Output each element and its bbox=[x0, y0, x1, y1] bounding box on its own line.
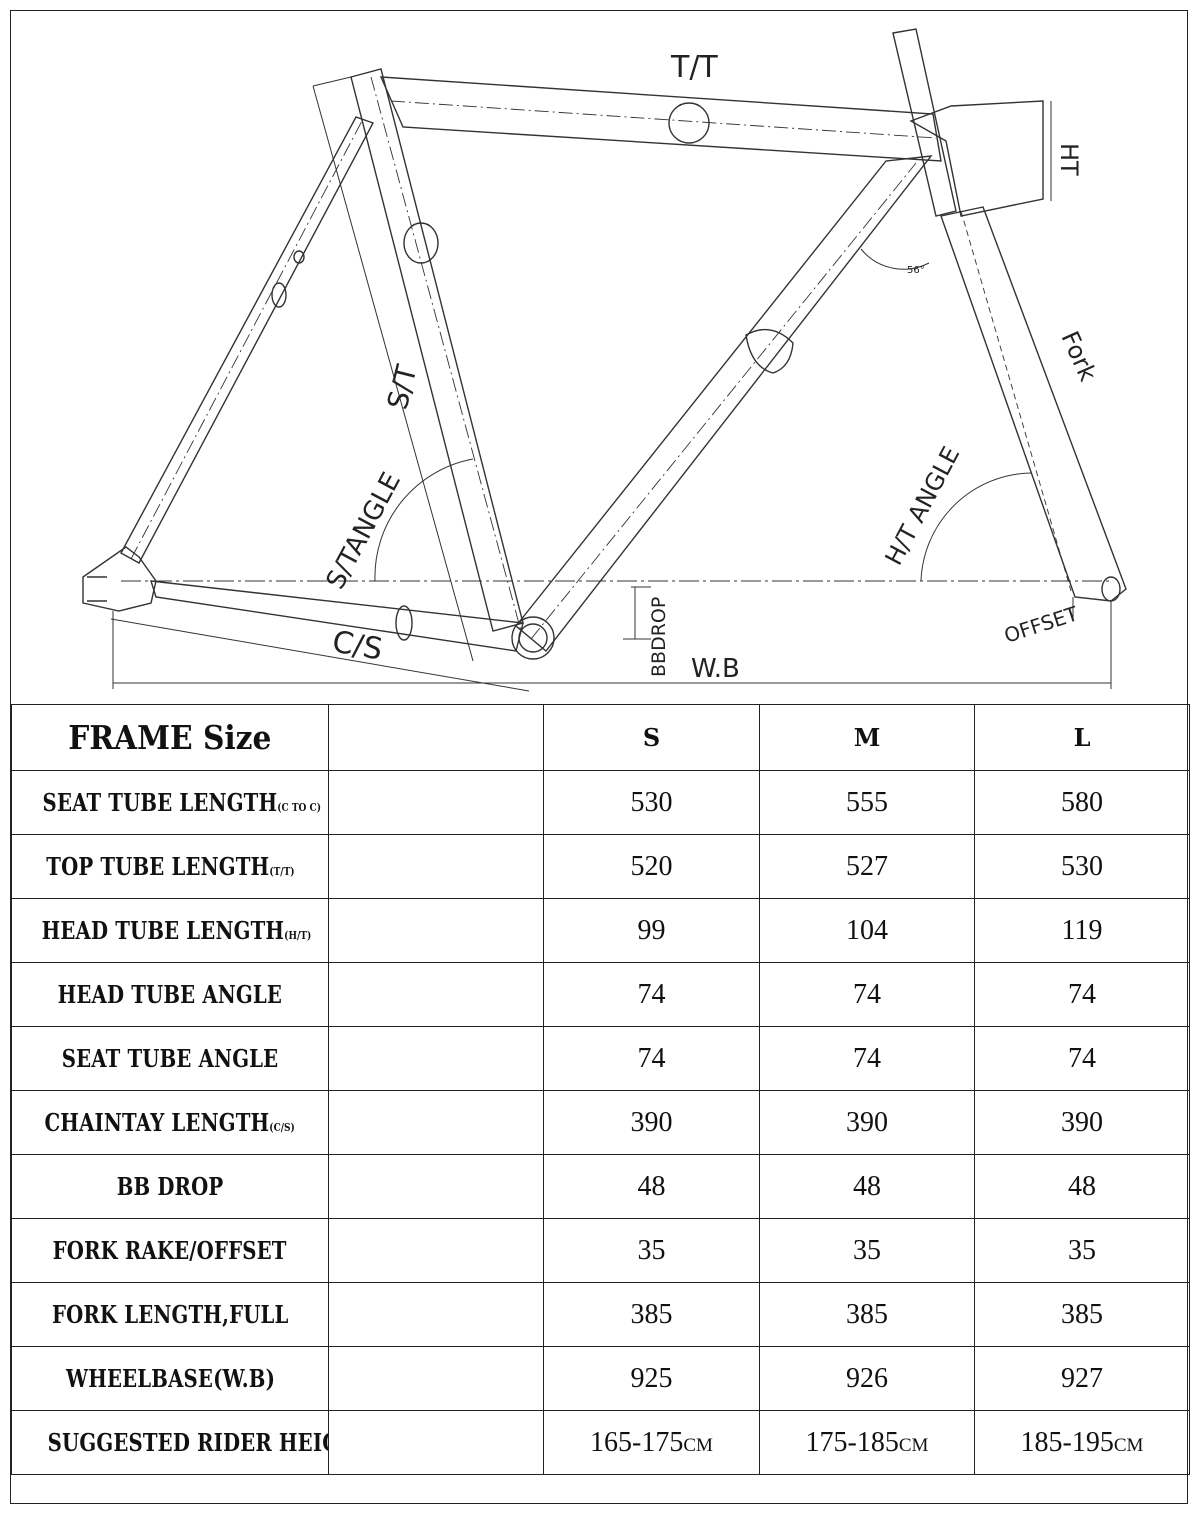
cell-value: 74 bbox=[974, 962, 1190, 1027]
bottom-bracket bbox=[511, 616, 555, 660]
row-label: BB DROP bbox=[116, 1172, 224, 1201]
cell-value: 390 bbox=[759, 1090, 975, 1155]
cell-value: 104 bbox=[759, 898, 975, 963]
label-chainstay: C/S bbox=[330, 624, 385, 667]
cell-value: 35 bbox=[759, 1218, 975, 1283]
size-s-heading: S bbox=[543, 704, 760, 771]
table-row: HEAD TUBE LENGTH(H/T) 99 104 119 bbox=[11, 898, 1190, 963]
cell-value: 175-185CM bbox=[759, 1410, 975, 1475]
table-header-row: FRAME Size S M L bbox=[11, 704, 1190, 771]
label-fork: Fork bbox=[1056, 327, 1103, 385]
row-label: SUGGESTED RIDER HEIGHT bbox=[47, 1428, 328, 1457]
rear-dropout bbox=[82, 546, 157, 612]
cell-value: 185-195CM bbox=[974, 1410, 1190, 1475]
blank-cell bbox=[328, 704, 544, 771]
label-head-tube: HT bbox=[1055, 143, 1083, 176]
cell-value: 520 bbox=[543, 834, 760, 899]
cell-value: 530 bbox=[543, 770, 760, 835]
cell-value: 74 bbox=[543, 1026, 760, 1091]
label-offset: OFFSET bbox=[1001, 601, 1081, 648]
cell-value: 48 bbox=[543, 1154, 760, 1219]
row-label: FORK RAKE/OFFSET bbox=[53, 1236, 287, 1265]
cell-value: 74 bbox=[974, 1026, 1190, 1091]
cell-value: 48 bbox=[974, 1154, 1190, 1219]
cell-value: 530 bbox=[974, 834, 1190, 899]
label-seat-tube-angle: S/TANGLE bbox=[321, 468, 407, 595]
table-row: BB DROP 48 48 48 bbox=[11, 1154, 1190, 1219]
label-angle-value: 56° bbox=[907, 265, 925, 276]
row-label: CHAINTAY LENGTH(C/S) bbox=[44, 1108, 296, 1137]
table-row: SUGGESTED RIDER HEIGHT 165-175CM 175-185… bbox=[11, 1410, 1190, 1475]
row-label: HEAD TUBE ANGLE bbox=[57, 980, 283, 1009]
cell-value: 165-175CM bbox=[543, 1410, 760, 1475]
head-tube bbox=[909, 100, 1044, 217]
top-tube bbox=[379, 76, 942, 162]
table-row: WHEELBASE(W.B) 925 926 927 bbox=[11, 1346, 1190, 1411]
row-label: FORK LENGTH,FULL bbox=[51, 1300, 289, 1329]
row-label: TOP TUBE LENGTH(T/T) bbox=[45, 852, 295, 881]
frame-size-heading: FRAME Size bbox=[11, 704, 329, 771]
cell-value: 74 bbox=[543, 962, 760, 1027]
cell-value: 385 bbox=[543, 1282, 760, 1347]
size-m-heading: M bbox=[759, 704, 975, 771]
cell-value: 390 bbox=[974, 1090, 1190, 1155]
frame-diagram: T/T HT Fork S/T S/TANGLE H/T ANGLE 56° C… bbox=[82, 28, 1127, 692]
cell-value: 527 bbox=[759, 834, 975, 899]
cell-value: 35 bbox=[974, 1218, 1190, 1283]
table-row: TOP TUBE LENGTH(T/T) 520 527 530 bbox=[11, 834, 1190, 899]
label-head-tube-angle: H/T ANGLE bbox=[880, 442, 966, 570]
label-top-tube: T/T bbox=[670, 50, 718, 85]
cell-value: 74 bbox=[759, 1026, 975, 1091]
cell-value: 927 bbox=[974, 1346, 1190, 1411]
seat-tube bbox=[350, 68, 524, 632]
row-label: SEAT TUBE ANGLE bbox=[61, 1044, 279, 1073]
down-tube bbox=[515, 155, 933, 653]
table-row: SEAT TUBE ANGLE 74 74 74 bbox=[11, 1026, 1190, 1091]
fork bbox=[940, 206, 1127, 602]
size-l-heading: L bbox=[974, 704, 1190, 771]
frame-geometry-drawing: T/T HT Fork S/T S/TANGLE H/T ANGLE 56° C… bbox=[11, 11, 1189, 704]
cell-value: 580 bbox=[974, 770, 1190, 835]
label-seat-tube: S/T bbox=[381, 361, 424, 413]
cell-value: 555 bbox=[759, 770, 975, 835]
geometry-table: FRAME Size S M L SEAT TUBE LENGTH(C TO C… bbox=[11, 704, 1190, 1475]
table-row: FORK RAKE/OFFSET 35 35 35 bbox=[11, 1218, 1190, 1283]
cell-value: 385 bbox=[974, 1282, 1190, 1347]
row-label: HEAD TUBE LENGTH(H/T) bbox=[41, 916, 312, 945]
table-row: CHAINTAY LENGTH(C/S) 390 390 390 bbox=[11, 1090, 1190, 1155]
label-wheelbase: W.B bbox=[691, 654, 740, 684]
cell-value: 390 bbox=[543, 1090, 760, 1155]
cell-value: 926 bbox=[759, 1346, 975, 1411]
label-bb-drop: BBDROP bbox=[648, 597, 670, 677]
table-row: HEAD TUBE ANGLE 74 74 74 bbox=[11, 962, 1190, 1027]
spec-sheet: T/T HT Fork S/T S/TANGLE H/T ANGLE 56° C… bbox=[10, 10, 1190, 1504]
cell-value: 119 bbox=[974, 898, 1190, 963]
table-row: FORK LENGTH,FULL 385 385 385 bbox=[11, 1282, 1190, 1347]
seat-stay bbox=[120, 116, 374, 564]
row-label: SEAT TUBE LENGTH(C TO C) bbox=[42, 788, 322, 817]
cell-value: 925 bbox=[543, 1346, 760, 1411]
cell-value: 74 bbox=[759, 962, 975, 1027]
cell-value: 48 bbox=[759, 1154, 975, 1219]
cell-value: 99 bbox=[543, 898, 760, 963]
table-row: SEAT TUBE LENGTH(C TO C) 530 555 580 bbox=[11, 770, 1190, 835]
cell-value: 385 bbox=[759, 1282, 975, 1347]
row-label: WHEELBASE(W.B) bbox=[65, 1364, 275, 1393]
cell-value: 35 bbox=[543, 1218, 760, 1283]
